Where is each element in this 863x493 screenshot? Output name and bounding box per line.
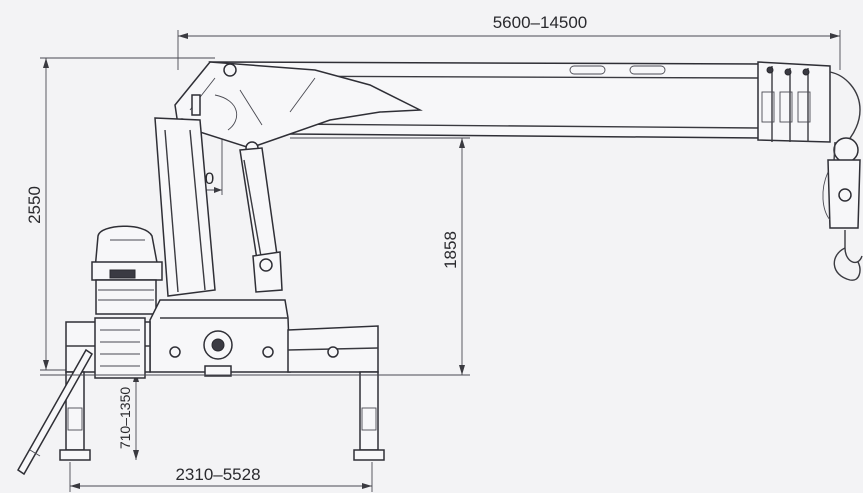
overall-height-dimension: 2550 bbox=[25, 57, 215, 371]
overall-height-label: 2550 bbox=[25, 186, 44, 224]
control-lever bbox=[17, 348, 93, 476]
boom-reach-label: 5600–14500 bbox=[493, 13, 588, 32]
outrigger-span-dimension: 2310–5528 bbox=[69, 462, 373, 492]
luffing-cylinder bbox=[239, 147, 283, 293]
operator-seat bbox=[91, 225, 163, 315]
hook-block bbox=[822, 71, 863, 281]
left-foot-pad bbox=[59, 449, 91, 461]
crane-column bbox=[154, 117, 216, 297]
boom-slot-left bbox=[569, 65, 606, 75]
boom-slot-right bbox=[629, 65, 666, 75]
right-outrigger-leg bbox=[353, 371, 385, 461]
outrigger-span-label: 2310–5528 bbox=[175, 465, 260, 484]
outrigger-height-label: 710–1350 bbox=[117, 387, 133, 450]
pivot-height-label: 1858 bbox=[441, 231, 460, 269]
boom-reach-dimension: 5600–14500 bbox=[177, 13, 841, 70]
crane-base bbox=[149, 299, 291, 377]
outrigger-height-dimension: 710–1350 bbox=[117, 372, 139, 460]
right-foot-pad bbox=[353, 449, 385, 461]
